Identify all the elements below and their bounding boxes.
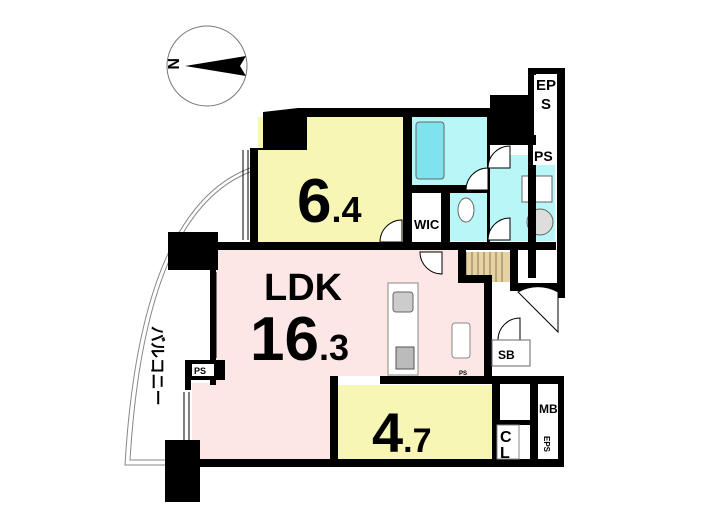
compass-needle-icon: [185, 56, 246, 76]
compass: N: [164, 25, 248, 107]
stove-icon: [395, 346, 415, 370]
refrigerator-space: [451, 322, 471, 359]
bathtub: [415, 121, 445, 180]
meter-box: [538, 393, 558, 423]
ps-balcony-box: [192, 364, 214, 376]
balcony-label: バルコニー: [148, 326, 166, 406]
washing-machine-pan: [521, 175, 553, 203]
balcony: [124, 167, 251, 466]
eps-top-label: EPS: [535, 77, 556, 113]
sink-icon: [392, 291, 414, 313]
room-size-6-4: 6.4: [297, 167, 362, 236]
cl-label-c: C: [500, 429, 512, 446]
ps-top-box: [533, 145, 557, 165]
windows: [183, 150, 249, 440]
ps-kitchen-label: PS: [459, 371, 467, 377]
room-size-4-7: 4.7: [372, 401, 432, 464]
door-swings: [379, 145, 559, 341]
eps-bottom-label: EPS: [542, 436, 551, 453]
ps-top-label: PS: [534, 148, 553, 164]
eps-top-box: [534, 75, 557, 135]
western-room-4-7: [335, 385, 492, 459]
closet: [496, 424, 520, 460]
eps-bottom-box: [538, 428, 558, 459]
walls: [165, 68, 565, 502]
toilet-icon: [457, 197, 475, 223]
room-size-ldk: 16.3: [250, 305, 349, 374]
north-label: N: [164, 58, 181, 70]
wic-label: WIC: [414, 217, 440, 232]
ps-balcony-label: PS: [194, 366, 206, 376]
cl-label-l: L: [500, 445, 510, 462]
ldk-label: LDK: [264, 267, 343, 309]
sb-label: SB: [498, 348, 515, 362]
shoe-box: [491, 339, 531, 367]
mb-label: MB: [539, 402, 558, 416]
